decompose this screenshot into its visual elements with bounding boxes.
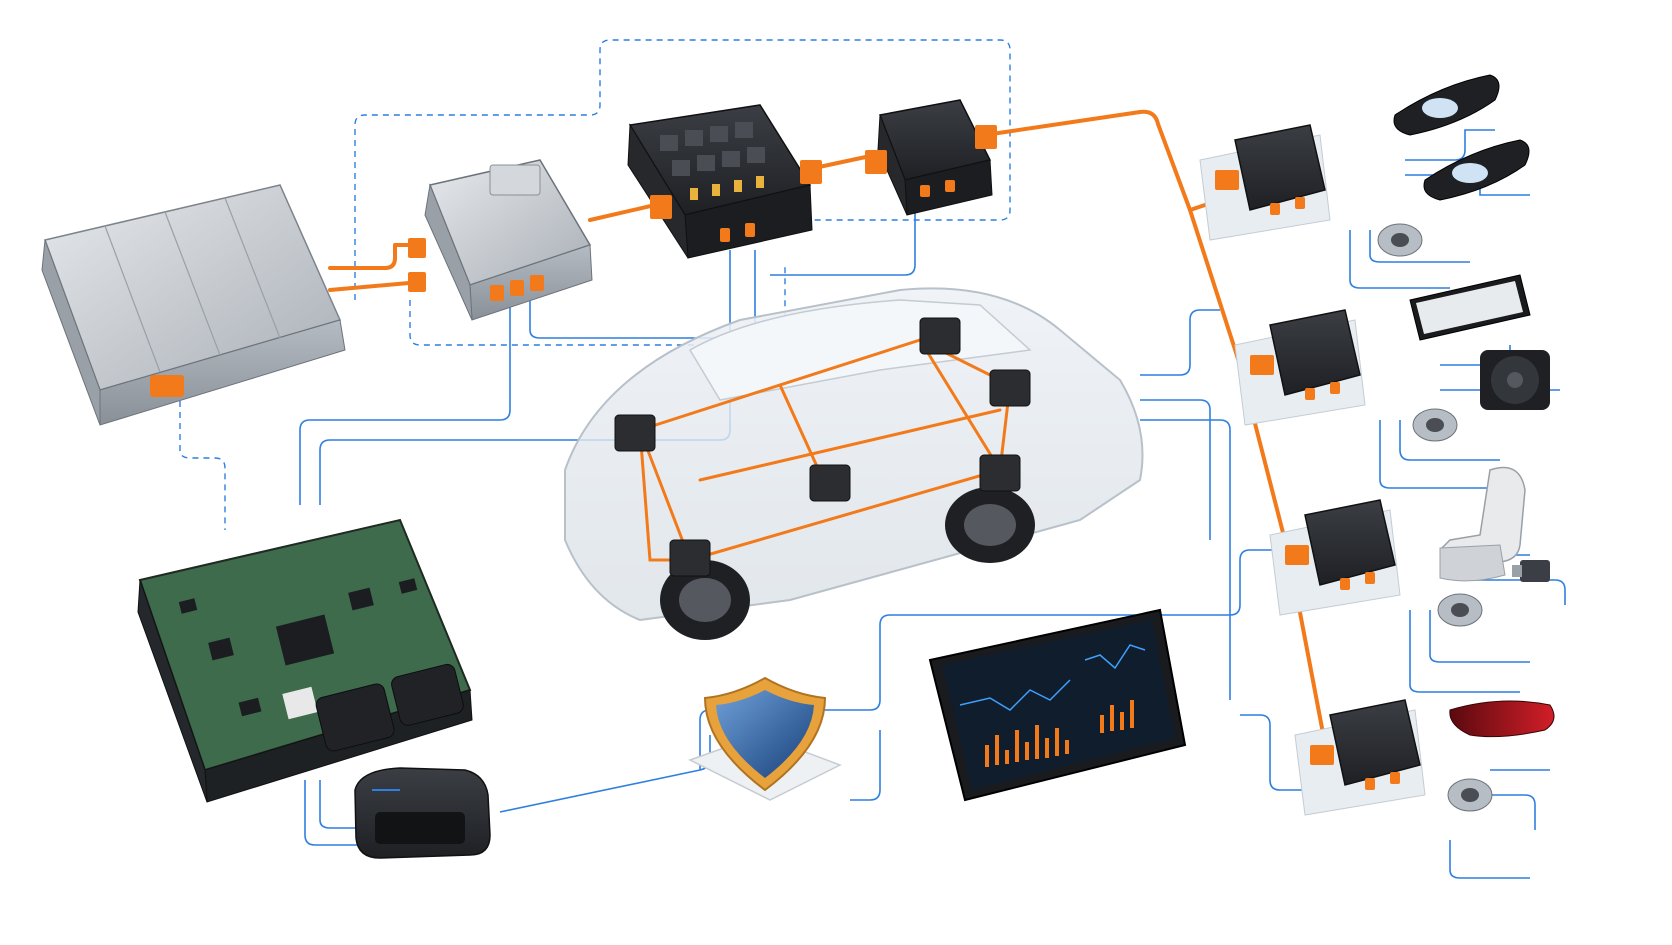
data-link-zone3-actuator	[1470, 579, 1566, 605]
display-screen-icon	[1409, 274, 1531, 341]
zonal-controller-icon	[1234, 309, 1366, 426]
zonal-controller-icon	[1294, 699, 1426, 816]
gateway-connector-icon	[354, 767, 491, 859]
data-link-car-to-zone1	[1140, 309, 1220, 376]
seat-icon	[1439, 466, 1526, 582]
vehicle-wheel-rear-icon	[945, 487, 1035, 563]
diagnostic-tablet-icon	[928, 608, 1187, 802]
sensor-actuator-icon	[1512, 560, 1550, 582]
headlight-icon	[1393, 74, 1500, 136]
data-link-zone1-down	[1349, 230, 1450, 289]
dashed-link-top-loop	[354, 39, 1011, 300]
data-link-hpc-to-inverter	[299, 290, 511, 505]
vehicle-zone-node-icon	[809, 464, 851, 502]
inverter-icon	[408, 159, 593, 321]
data-link-hpc-to-gateway-2	[319, 780, 370, 829]
transparent-vehicle-icon	[564, 287, 1144, 640]
cooling-fan-icon	[1480, 350, 1550, 410]
data-link-zone3-sensor	[1429, 610, 1530, 663]
board-connector-icon	[315, 683, 395, 752]
central-compute-board-icon	[137, 518, 473, 803]
board-connector-icon	[391, 663, 464, 726]
vehicle-zone-node-icon	[669, 539, 711, 577]
sensor-actuator-icon	[1377, 223, 1423, 257]
power-link-battery-inverter-2	[328, 280, 422, 292]
data-link-zone4-down	[1449, 840, 1530, 879]
data-link-zone1-sensor	[1369, 230, 1470, 263]
data-link-shield-to-tablet	[850, 730, 881, 801]
dc-dc-converter-icon	[865, 99, 997, 216]
power-link-inverter-fusebox	[588, 203, 657, 222]
vehicle-zone-node-icon	[989, 369, 1031, 407]
sensor-actuator-icon	[1412, 408, 1458, 442]
sensor-actuator-icon	[1447, 778, 1493, 812]
data-link-zone2-sensor	[1399, 420, 1500, 461]
vehicle-zone-node-icon	[614, 414, 656, 452]
vehicle-wheel-front-icon	[660, 560, 750, 640]
data-link-zone2-down	[1379, 420, 1500, 489]
power-link-battery-inverter-1	[328, 243, 422, 270]
data-link-zone4-sensor	[1490, 794, 1536, 830]
data-link-car-right	[1140, 399, 1211, 540]
zonal-controller-icon	[1269, 499, 1401, 616]
vehicle-zone-node-icon	[919, 317, 961, 355]
data-link-dcdc-loop	[770, 195, 916, 276]
battery-connector-icon	[150, 375, 184, 397]
fuse-box-icon	[627, 104, 822, 259]
data-link-gateway-to-shield	[499, 735, 711, 813]
dashed-link-battery-down	[179, 390, 226, 530]
battery-pack-icon	[41, 184, 346, 426]
taillight-icon	[1449, 700, 1555, 738]
data-link-tablet-to-zone	[1240, 714, 1380, 791]
sensor-actuator-icon	[1437, 593, 1483, 627]
data-link-zone1-headlight1	[1405, 129, 1495, 161]
headlight-icon	[1423, 139, 1530, 201]
zonal-controller-icon	[1199, 124, 1331, 241]
power-link-dcdc-trunk	[983, 109, 1292, 212]
vehicle-zone-node-icon	[979, 454, 1021, 492]
data-link-hpc-to-gateway	[304, 780, 370, 846]
data-link-zone3-down	[1409, 610, 1520, 693]
security-shield-icon	[688, 676, 842, 801]
data-link-car-low	[1140, 419, 1231, 700]
